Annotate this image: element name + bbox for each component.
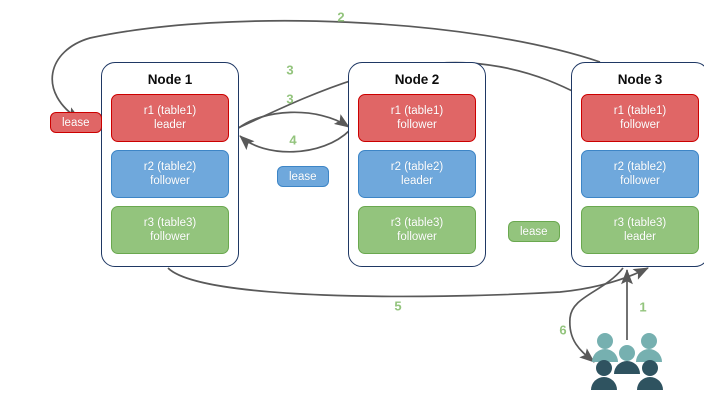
replica-list: r1 (table1) follower r2 (table2) followe… — [572, 94, 704, 254]
replica-r2[interactable]: r2 (table2) follower — [581, 150, 699, 198]
replica-r1[interactable]: r1 (table1) leader — [111, 94, 229, 142]
replica-name: r3 (table3) — [613, 217, 667, 229]
replica-role: leader — [154, 119, 186, 131]
replica-r2[interactable]: r2 (table2) leader — [358, 150, 476, 198]
replica-name: r2 (table2) — [613, 161, 667, 173]
replica-role: leader — [624, 231, 656, 243]
replica-r1[interactable]: r1 (table1) follower — [358, 94, 476, 142]
replica-r3[interactable]: r3 (table3) follower — [358, 206, 476, 254]
node-title: Node 1 — [147, 72, 193, 87]
replica-role: follower — [397, 231, 437, 243]
replica-r1[interactable]: r1 (table1) follower — [581, 94, 699, 142]
replica-list: r1 (table1) leader r2 (table2) follower … — [102, 94, 238, 254]
edge-label-1: 1 — [639, 299, 647, 315]
replica-list: r1 (table1) follower r2 (table2) leader … — [349, 94, 485, 254]
replica-role: leader — [401, 175, 433, 187]
replica-name: r2 (table2) — [143, 161, 197, 173]
edge-label-5: 5 — [394, 298, 402, 314]
replica-role: follower — [150, 231, 190, 243]
edge-label-3a: 3 — [286, 62, 294, 78]
node-title: Node 3 — [617, 72, 663, 87]
replica-name: r1 (table1) — [613, 105, 667, 117]
replica-role: follower — [397, 119, 437, 131]
replica-role: follower — [150, 175, 190, 187]
node-title: Node 2 — [394, 72, 440, 87]
replica-role: follower — [620, 175, 660, 187]
replica-r3[interactable]: r3 (table3) leader — [581, 206, 699, 254]
edge-label-2: 2 — [337, 9, 345, 25]
lease-badge-r3[interactable]: lease — [508, 221, 560, 242]
edge-3-path — [235, 111, 350, 131]
edge-label-3b: 3 — [286, 91, 294, 107]
replica-role: follower — [620, 119, 660, 131]
node-card-node-2[interactable]: Node 2 r1 (table1) follower r2 (table2) … — [348, 62, 486, 267]
lease-badge-r1[interactable]: lease — [50, 112, 102, 133]
edge-5-path — [167, 267, 649, 298]
replica-name: r1 (table1) — [143, 105, 197, 117]
lease-badge-r2[interactable]: lease — [277, 166, 329, 187]
replica-name: r3 (table3) — [143, 217, 197, 229]
node-card-node-1[interactable]: Node 1 r1 (table1) leader r2 (table2) fo… — [101, 62, 239, 267]
replica-name: r1 (table1) — [390, 105, 444, 117]
replica-r2[interactable]: r2 (table2) follower — [111, 150, 229, 198]
replica-name: r2 (table2) — [390, 161, 444, 173]
edge-label-6: 6 — [559, 322, 567, 338]
users-group-icon — [591, 333, 663, 390]
replica-name: r3 (table3) — [390, 217, 444, 229]
replica-r3[interactable]: r3 (table3) follower — [111, 206, 229, 254]
edge-label-4: 4 — [289, 132, 297, 148]
node-card-node-3[interactable]: Node 3 r1 (table1) follower r2 (table2) … — [571, 62, 704, 267]
